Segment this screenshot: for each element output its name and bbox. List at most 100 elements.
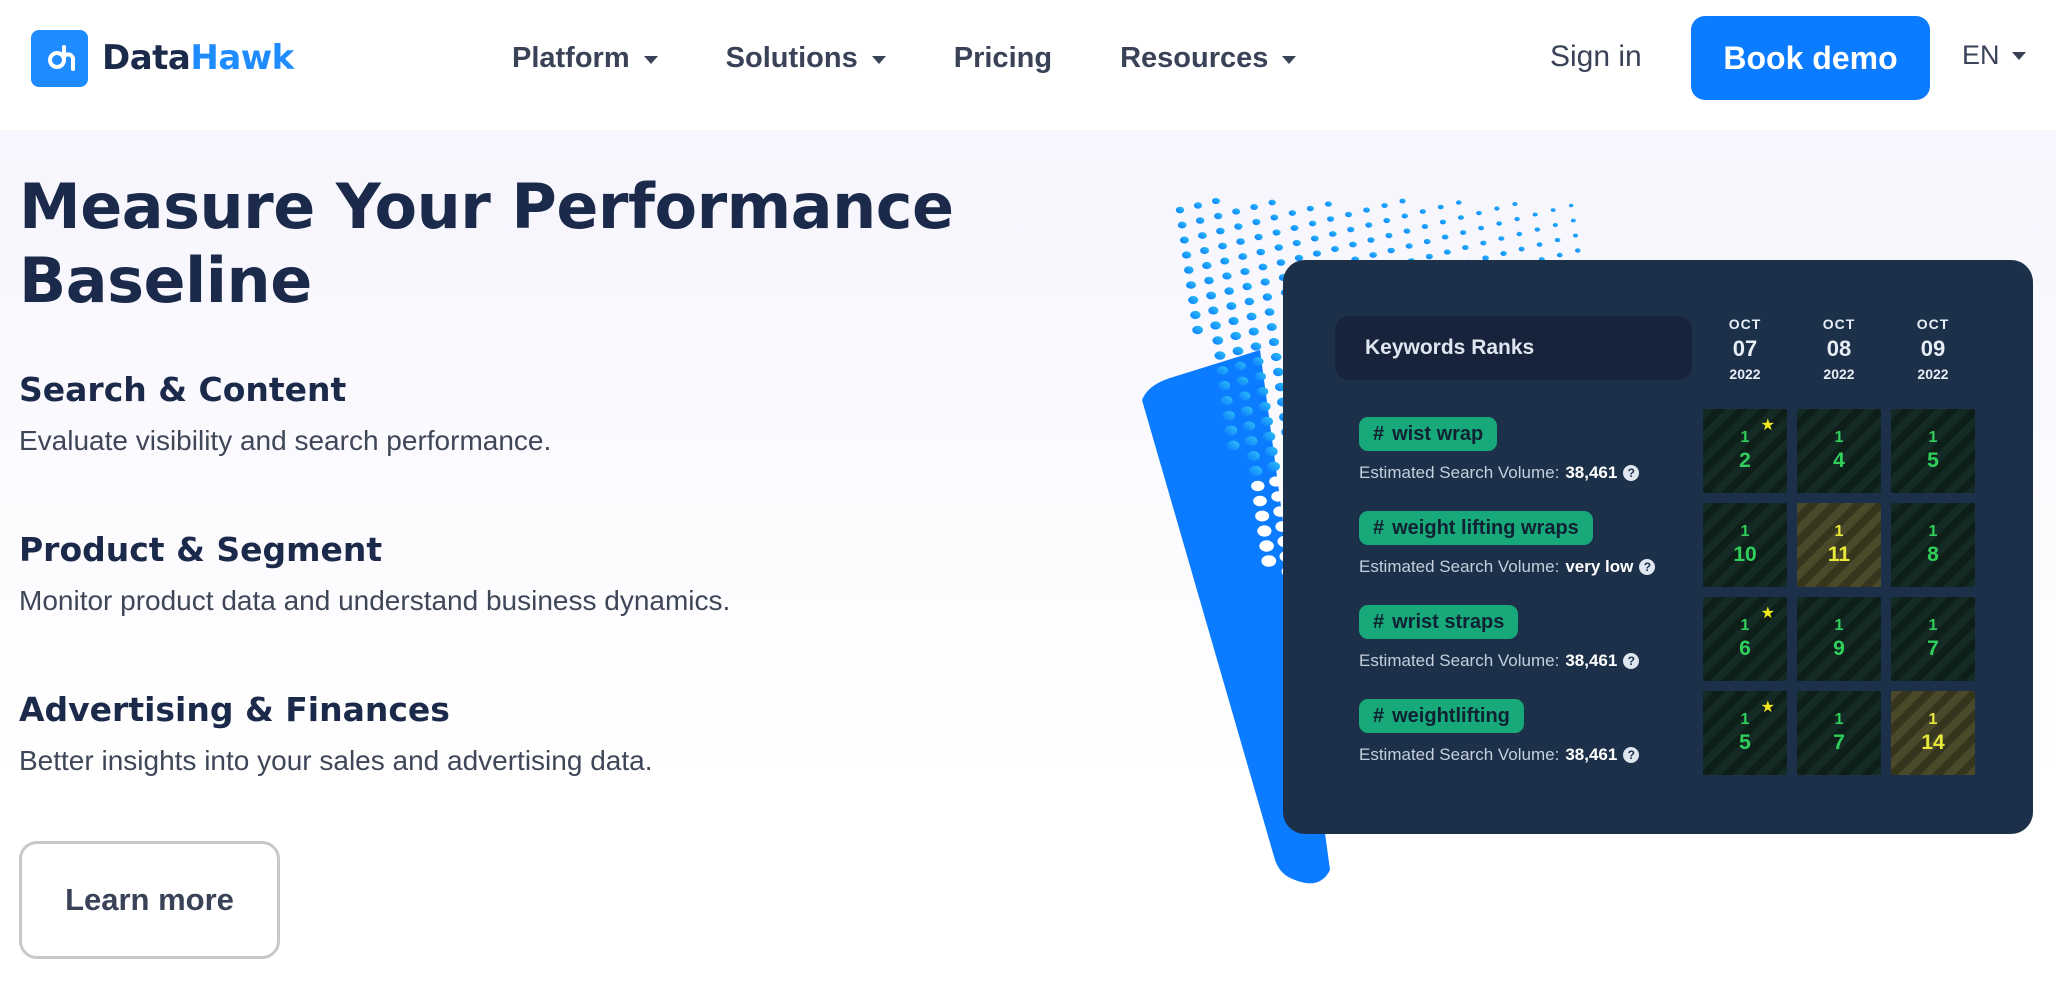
halftone-dot: [1271, 491, 1285, 502]
rank-cell-value: 7: [1833, 731, 1845, 754]
halftone-dot: [1268, 338, 1280, 346]
feature-description: Evaluate visibility and search performan…: [19, 425, 552, 456]
halftone-dot: [1175, 206, 1185, 214]
date-day: 08: [1826, 336, 1852, 361]
nav-item-solutions[interactable]: Solutions: [726, 42, 886, 75]
rank-cell-top: 1: [1928, 523, 1938, 540]
halftone-dot: [1226, 440, 1240, 451]
keywords-ranks-header: Keywords Ranks: [1335, 316, 1692, 380]
halftone-dot: [1210, 321, 1221, 330]
halftone-dot: [1220, 257, 1230, 265]
halftone-dot: [1250, 342, 1262, 351]
halftone-dot: [1252, 218, 1261, 226]
logo-text-hawk: Hawk: [190, 38, 294, 78]
halftone-dot: [1198, 232, 1207, 239]
halftone-dot: [1230, 331, 1242, 341]
language-selector[interactable]: EN: [1962, 40, 2026, 71]
halftone-dot: [1294, 254, 1304, 262]
feature-advertising-finances: Advertising & Finances Better insights i…: [19, 690, 652, 777]
halftone-dot: [1218, 381, 1231, 390]
halftone-dot: [1439, 219, 1447, 225]
halftone-dot: [1401, 213, 1408, 219]
keyword-tag[interactable]: #weightlifting: [1359, 699, 1524, 733]
halftone-dot: [1253, 495, 1267, 507]
sign-in-link[interactable]: Sign in: [1550, 40, 1642, 73]
search-volume-label: Estimated Search Volume:: [1359, 745, 1560, 764]
halftone-dot: [1556, 252, 1563, 258]
date-month: OCT: [1728, 316, 1762, 332]
search-volume: Estimated Search Volume: very low ?: [1359, 557, 1689, 577]
halftone-dot: [1222, 410, 1235, 421]
rank-cell-value: 5: [1927, 449, 1939, 472]
learn-more-button[interactable]: Learn more: [19, 841, 280, 959]
help-icon[interactable]: ?: [1623, 465, 1640, 481]
nav-item-resources[interactable]: Resources: [1120, 42, 1297, 75]
nav-item-pricing[interactable]: Pricing: [954, 42, 1052, 75]
nav-item-platform[interactable]: Platform: [512, 42, 658, 75]
rank-cell-value: 10: [1733, 543, 1757, 566]
help-icon[interactable]: ?: [1623, 747, 1640, 763]
keyword-tag-label: wist wrap: [1392, 422, 1484, 445]
halftone-dot: [1480, 240, 1487, 246]
halftone-dot: [1261, 416, 1273, 427]
rank-cell-value: 6: [1739, 637, 1751, 660]
halftone-dot: [1254, 233, 1263, 241]
rank-cell-top: 1: [1928, 711, 1938, 728]
halftone-dot: [1242, 282, 1252, 291]
halftone-dot: [1184, 266, 1194, 274]
keyword-tag[interactable]: #wrist straps: [1359, 605, 1519, 639]
halftone-dot: [1290, 225, 1299, 231]
halftone-dot: [1214, 351, 1226, 360]
rank-cell-value: 9: [1833, 637, 1845, 660]
logo[interactable]: DataHawk: [31, 28, 294, 88]
help-icon[interactable]: ?: [1639, 559, 1656, 575]
keyword-tag-label: weightlifting: [1392, 704, 1510, 727]
halftone-dot: [1188, 296, 1199, 304]
halftone-dot: [1444, 249, 1451, 255]
halftone-dot: [1421, 224, 1429, 229]
rank-cell-value: 14: [1921, 731, 1945, 754]
halftone-dot: [1573, 233, 1579, 238]
halftone-dot: [1226, 302, 1237, 310]
date-day: 09: [1920, 336, 1946, 361]
nav-item-label: Solutions: [725, 41, 858, 74]
halftone-dot: [1258, 263, 1268, 271]
book-demo-button[interactable]: Book demo: [1691, 16, 1930, 100]
rank-cell-value: 8: [1927, 543, 1939, 566]
halftone-dot: [1234, 361, 1246, 371]
halftone-dot: [1232, 208, 1241, 215]
hero-section: Measure Your Performance Baseline Search…: [0, 130, 2056, 998]
halftone-dot: [1247, 451, 1260, 461]
keyword-tag-label: wrist straps: [1392, 610, 1505, 633]
halftone-dot: [1568, 203, 1574, 208]
halftone-dot: [1423, 238, 1431, 245]
halftone-dot: [1251, 480, 1265, 492]
search-volume: Estimated Search Volume: 38,461 ?: [1359, 745, 1689, 765]
halftone-dot: [1272, 229, 1281, 236]
keyword-tag[interactable]: #weight lifting wraps: [1359, 511, 1593, 545]
halftone-dot: [1181, 251, 1192, 259]
search-volume-value: 38,461: [1565, 651, 1618, 670]
help-icon[interactable]: ?: [1623, 653, 1640, 669]
logo-wordmark: DataHawk: [102, 38, 294, 78]
keyword-tag[interactable]: #wist wrap: [1359, 417, 1498, 451]
date-month: OCT: [1916, 316, 1950, 332]
date-year: 2022: [1729, 366, 1761, 382]
halftone-dot: [1308, 220, 1317, 227]
rank-cell-value: 5: [1739, 731, 1751, 754]
halftone-dot: [1274, 244, 1283, 251]
halftone-dot: [1329, 231, 1337, 237]
feature-description: Monitor product data and understand busi…: [19, 585, 731, 616]
